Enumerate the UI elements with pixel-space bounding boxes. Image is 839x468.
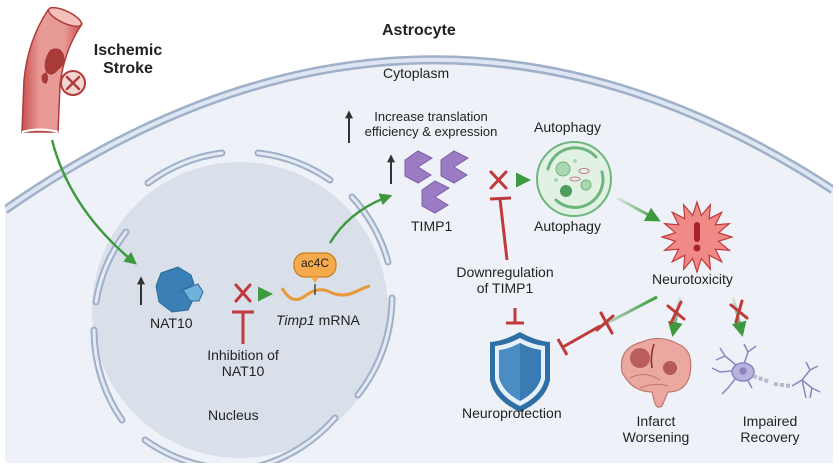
neuron-icon	[711, 343, 821, 399]
infarct-label: Infarct Worsening	[616, 413, 696, 445]
neuroprotection-label: Neuroprotection	[462, 405, 562, 421]
blocked-x-icon	[489, 170, 508, 190]
inhibition-line2: NAT10	[221, 362, 265, 379]
shield-icon	[490, 332, 550, 412]
nat10-label: NAT10	[150, 315, 193, 331]
recovery-label: Impaired Recovery	[730, 413, 810, 445]
blocked-x-icon	[666, 300, 686, 325]
blocked-x-icon	[729, 299, 749, 324]
inhibition-annotation: Inhibition of NAT10	[198, 347, 288, 379]
autophagy-top-label: Autophagy	[534, 119, 601, 135]
recovery-line2: Recovery	[740, 428, 800, 445]
cytoplasm-label: Cytoplasm	[383, 65, 450, 81]
downregulation-annotation: Downregulation of TIMP1	[440, 264, 570, 296]
trigger-line2: Stroke	[103, 59, 153, 77]
ac4c-badge: ac4C	[300, 256, 329, 270]
translation-annotation: Increase translation efficiency & expres…	[356, 109, 506, 139]
autophagy-bottom-label: Autophagy	[534, 218, 601, 234]
blocked-x-icon	[234, 283, 252, 303]
inhibition-line1: Inhibition of	[207, 347, 279, 363]
recovery-line1: Impaired	[742, 413, 798, 429]
neuroprotection-inhibition-bar	[506, 308, 524, 325]
stroke-to-nat10-arrow	[50, 139, 137, 265]
warning-burst-icon	[660, 200, 734, 274]
timp1-protein-icon	[404, 150, 470, 214]
trigger-label: Ischemic Stroke	[88, 42, 168, 78]
autophagosome-icon	[536, 141, 612, 217]
nat10-inhibition-bar	[232, 310, 254, 344]
mrna-suffix-label: mRNA	[314, 312, 360, 328]
neurotoxicity-label: Neurotoxicity	[652, 271, 733, 287]
neuroprotection-inhibition-line	[556, 324, 601, 356]
downregulation-line2: of TIMP1	[476, 279, 534, 296]
timp1-label: TIMP1	[411, 218, 453, 234]
translation-line1: Increase translation	[374, 109, 488, 124]
mrna-label: Timp1 mRNA	[276, 312, 360, 329]
blocked-blood-vessel-icon	[21, 6, 86, 133]
infarct-line2: Worsening	[622, 428, 690, 445]
mrna-to-timp1-arrow	[328, 193, 393, 244]
brain-icon	[620, 337, 692, 408]
downregulation-line1: Downregulation	[456, 264, 554, 280]
autophagy-to-neurotoxicity-arrow	[616, 196, 661, 222]
blocked-x-icon	[595, 311, 615, 335]
nat10-enzyme-icon	[155, 266, 204, 313]
trigger-line1: Ischemic	[93, 42, 163, 59]
cell-title: Astrocyte	[382, 22, 456, 39]
timp1-downregulation-bar	[489, 196, 512, 261]
mrna-gene-label: Timp1	[276, 312, 315, 328]
nucleus-label: Nucleus	[208, 407, 259, 423]
translation-line2: efficiency & expression	[364, 123, 498, 139]
infarct-line1: Infarct	[636, 413, 676, 429]
timp1-mrna-icon	[280, 252, 371, 302]
